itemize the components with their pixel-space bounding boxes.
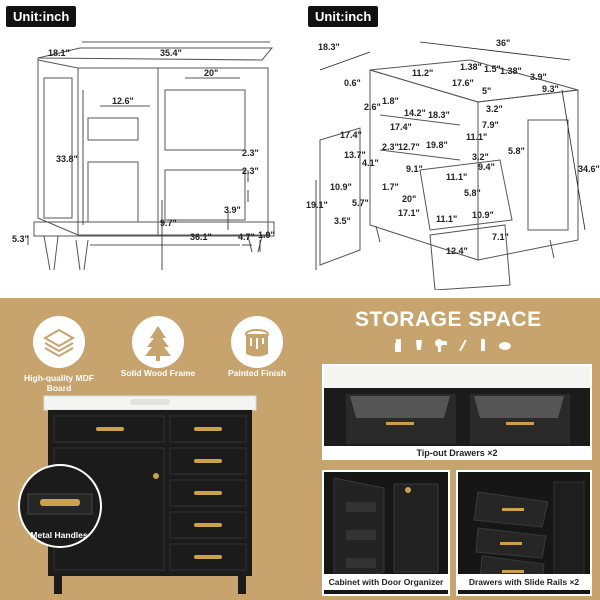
dim-label: 3.9" [530,72,547,82]
dim-label: 9.4" [478,162,495,172]
dim-label: 20" [402,194,417,204]
dim-label: 1.38" [500,66,522,76]
dim-label: 2.3" [382,142,399,152]
unit-label-left: Unit:inch [6,6,77,27]
dim-label: 17.4" [390,122,412,132]
hair-dryer-icon [434,339,447,352]
dim-label: 34.6" [578,164,600,174]
photo-caption: Drawers with Slide Rails ×2 [456,574,592,590]
dim-label: 1.7" [382,182,399,192]
photo-caption: Cabinet with Door Organizer [322,574,450,590]
dim-label: 12.4" [446,246,468,256]
dim-label: 9.3" [542,84,559,94]
dim-label: 3.2" [472,152,489,162]
unit-label-right: Unit:inch [308,6,379,27]
storage-icons-row [392,338,512,354]
dim-label: 2.3" [242,148,259,158]
metal-handles-badge [18,464,102,548]
feature-label: Painted Finish [227,368,287,378]
dim-label: 5.7" [352,198,369,208]
dim-label: 12.6" [112,96,134,106]
dim-label: 19.8" [426,140,448,150]
dim-label: 5" [482,86,492,96]
mdf-board-icon [33,316,85,368]
photo-caption: Tip-out Drawers ×2 [322,446,592,460]
feature-label: Solid Wood Frame [120,368,196,378]
dim-label: 35.4" [160,48,182,58]
dim-label: 14.2" [404,108,426,118]
dim-label: 18.3" [428,110,450,120]
tube-icon [415,340,422,350]
dim-label: 11.1" [466,132,488,142]
dim-label: 36" [496,38,511,48]
dim-label: 4.1" [362,158,379,168]
dim-label: 18.1" [48,48,70,58]
dim-label: 2.6" [364,102,381,112]
dim-label: 10.9" [330,182,352,192]
feature-label: High-quality MDF Board [24,373,94,393]
right-dimension-drawing [315,41,586,290]
dim-label: 7.1" [492,232,509,242]
dim-label: 11.1" [446,172,468,182]
dim-label: 36.1" [190,232,212,242]
dim-label: 1.38" [460,62,482,72]
metal-handles-label: Metal Handles [30,530,88,540]
dim-label: 1.8" [382,96,399,106]
dim-label: 1.9" [258,230,275,240]
spray-bottle-icon [394,339,401,352]
dim-label: 17.1" [398,208,420,218]
dim-label: 11.1" [436,214,458,224]
dim-label: 3.5" [334,216,351,226]
dim-label: 13.7" [344,150,366,160]
dim-label: 1.5" [484,64,501,74]
dim-label: 5.8" [464,188,481,198]
dim-label: 17.6" [452,78,474,88]
dim-label: 10.9" [472,210,494,220]
storage-space-title: STORAGE SPACE [355,308,542,331]
dim-label: 4.7" [238,232,255,242]
dim-label: 9.7" [160,218,177,228]
dim-label: 18.3" [318,42,340,52]
dim-label: 3.2" [486,104,503,114]
tree-icon [132,316,184,368]
dim-label: 20" [204,68,219,78]
dim-label: 3.9" [224,205,241,215]
soap-icon [499,342,512,350]
razor-icon [458,339,467,352]
comb-icon [481,339,486,351]
dim-label: 33.8" [56,154,78,164]
dim-label: 19.1" [306,200,328,210]
left-dimension-drawing [27,41,275,271]
dim-label: 11.2" [412,68,434,78]
dim-label: 9.1" [406,164,423,174]
dim-label: 2.3" [242,166,259,176]
dim-label: 5.3" [12,234,29,244]
dim-label: 12.7" [398,142,420,152]
dim-label: 17.4" [340,130,362,140]
dim-label: 7.9" [482,120,499,130]
paint-can-icon [231,316,283,368]
dim-label: 0.6" [344,78,361,88]
dim-label: 5.8" [508,146,525,156]
